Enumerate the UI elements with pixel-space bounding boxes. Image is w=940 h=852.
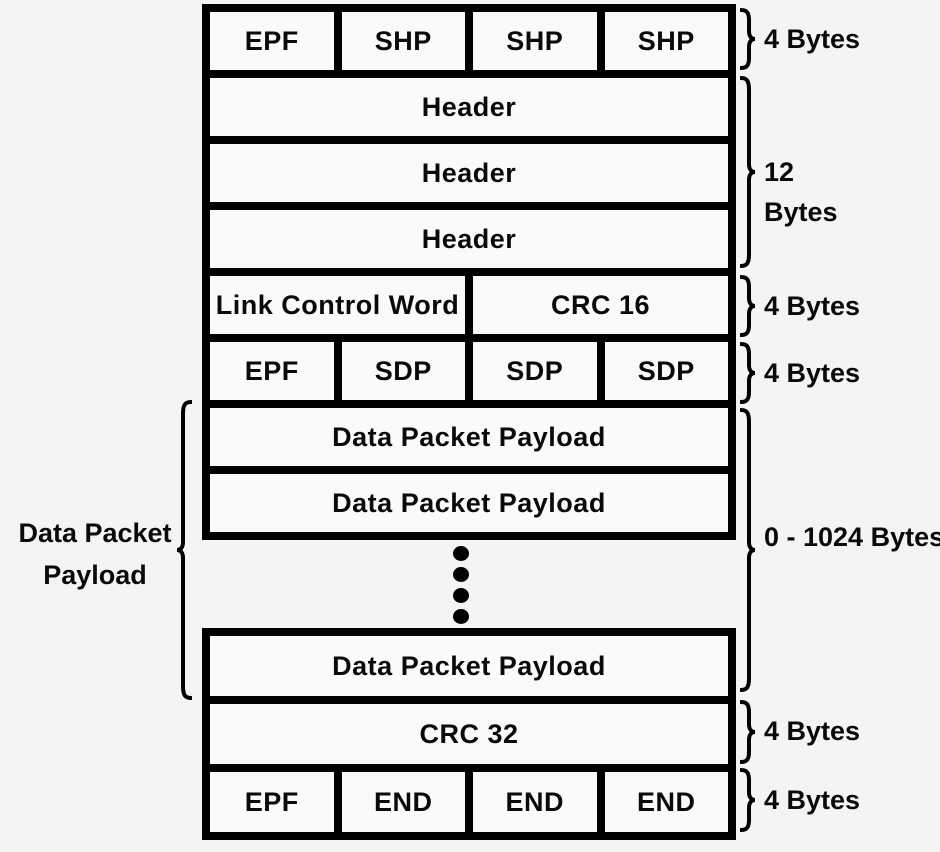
right-brace-icon bbox=[740, 700, 756, 764]
ellipsis-dot bbox=[453, 546, 469, 561]
payload-left-label: Data Packet Payload bbox=[18, 518, 172, 590]
bytes-annotation: 4 Bytes bbox=[764, 716, 861, 746]
cell-sdp: SDP bbox=[596, 342, 728, 400]
bytes-annotation: 0 - 1024 Bytes bbox=[764, 522, 940, 552]
cell-data-packet-payload: Data Packet Payload bbox=[210, 408, 728, 466]
row-crc-32: CRC 32 bbox=[210, 696, 728, 764]
cell-shp: SHP bbox=[465, 12, 597, 70]
row-link-control-word: Link Control Word CRC 16 bbox=[210, 268, 728, 334]
cell-data-packet-payload: Data Packet Payload bbox=[210, 636, 728, 696]
row-start-of-header: EPF SHP SHP SHP bbox=[210, 12, 728, 70]
ellipsis-dot bbox=[453, 588, 469, 603]
bytes-annotation: 4 Bytes bbox=[764, 24, 861, 54]
cell-header: Header bbox=[210, 144, 728, 202]
bytes-annotation: 12 Bytes bbox=[764, 157, 838, 227]
cell-sdp: SDP bbox=[333, 342, 465, 400]
cell-data-packet-payload: Data Packet Payload bbox=[210, 474, 728, 532]
frame-trailer-block: Data Packet Payload CRC 32 EPF END END E… bbox=[202, 628, 736, 840]
row-payload-2: Data Packet Payload bbox=[210, 466, 728, 532]
row-payload-last: Data Packet Payload bbox=[210, 636, 728, 696]
right-brace-icon bbox=[740, 768, 756, 832]
row-header-3: Header bbox=[210, 202, 728, 268]
row-header-2: Header bbox=[210, 136, 728, 202]
right-brace-icon bbox=[740, 8, 756, 70]
bytes-annotation: 4 Bytes bbox=[764, 291, 861, 321]
bytes-annotation: 4 Bytes bbox=[764, 358, 861, 388]
cell-sdp: SDP bbox=[465, 342, 597, 400]
ellipsis-dot bbox=[453, 567, 469, 582]
cell-header: Header bbox=[210, 78, 728, 136]
cell-crc-32: CRC 32 bbox=[210, 704, 728, 764]
cell-shp: SHP bbox=[333, 12, 465, 70]
right-brace-icon bbox=[740, 408, 756, 692]
cell-header: Header bbox=[210, 210, 728, 268]
frame-header-block: EPF SHP SHP SHP Header Header Header Lin… bbox=[202, 4, 736, 540]
bytes-annotation: 4 Bytes bbox=[764, 785, 861, 815]
ellipsis-dot bbox=[453, 609, 469, 624]
left-brace-icon bbox=[176, 400, 192, 700]
cell-epf: EPF bbox=[210, 342, 334, 400]
right-brace-icon bbox=[740, 342, 756, 404]
cell-crc-16: CRC 16 bbox=[465, 276, 728, 334]
cell-end: END bbox=[333, 772, 465, 832]
vertical-ellipsis-icon bbox=[452, 546, 470, 630]
cell-shp: SHP bbox=[596, 12, 728, 70]
cell-link-control-word: Link Control Word bbox=[210, 276, 465, 334]
row-end-of-frame: EPF END END END bbox=[210, 764, 728, 832]
row-start-of-data: EPF SDP SDP SDP bbox=[210, 334, 728, 400]
cell-end: END bbox=[465, 772, 597, 832]
cell-epf: EPF bbox=[210, 12, 334, 70]
cell-end: END bbox=[596, 772, 728, 832]
right-brace-icon bbox=[740, 76, 756, 268]
right-brace-icon bbox=[740, 275, 756, 337]
cell-epf: EPF bbox=[210, 772, 334, 832]
row-header-1: Header bbox=[210, 70, 728, 136]
row-payload-1: Data Packet Payload bbox=[210, 400, 728, 466]
